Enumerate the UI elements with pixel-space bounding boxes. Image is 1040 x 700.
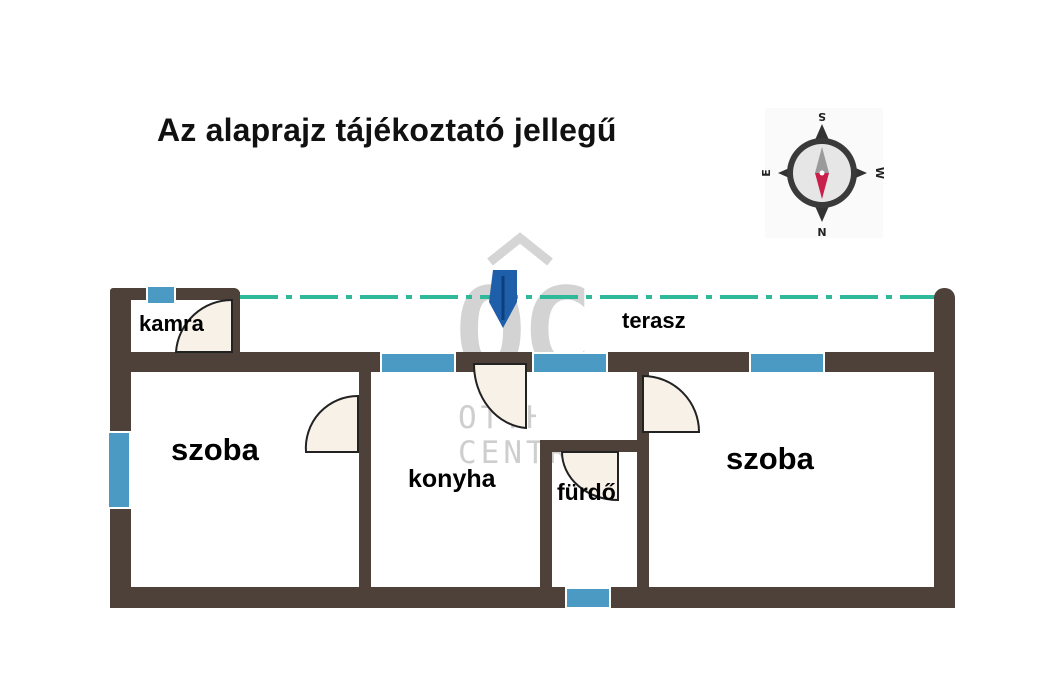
door-swing-icon xyxy=(304,394,359,453)
compass-label-right: W xyxy=(873,167,886,179)
compass-rose-icon: S N W E xyxy=(760,108,886,239)
room-label-terasz: terasz xyxy=(622,308,686,333)
hallway-area xyxy=(536,374,636,440)
door-swing-icon xyxy=(472,363,527,430)
room-label-szoba-right: szoba xyxy=(726,441,815,476)
door-swing-icon xyxy=(174,298,233,353)
room-label-konyha: konyha xyxy=(408,465,497,493)
window-icon xyxy=(107,431,131,509)
room-label-szoba-left: szoba xyxy=(171,432,260,467)
windows xyxy=(107,285,825,609)
room-label-furdo: fürdő xyxy=(557,479,616,505)
window-icon xyxy=(749,352,825,374)
entrance-arrow-icon xyxy=(489,270,517,328)
window-icon xyxy=(380,352,456,374)
compass-label-top: S xyxy=(818,110,826,123)
door-swing-icon xyxy=(642,374,701,433)
compass-label-bottom: N xyxy=(817,226,826,239)
window-icon xyxy=(532,352,608,374)
doors xyxy=(174,298,701,502)
plan-title: Az alaprajz tájékoztató jellegű xyxy=(157,112,617,148)
window-icon xyxy=(146,285,176,305)
door-swing-icon xyxy=(560,451,619,502)
room-label-kamra: kamra xyxy=(139,311,205,336)
window-icon xyxy=(565,587,611,609)
compass-label-left: E xyxy=(760,169,773,177)
